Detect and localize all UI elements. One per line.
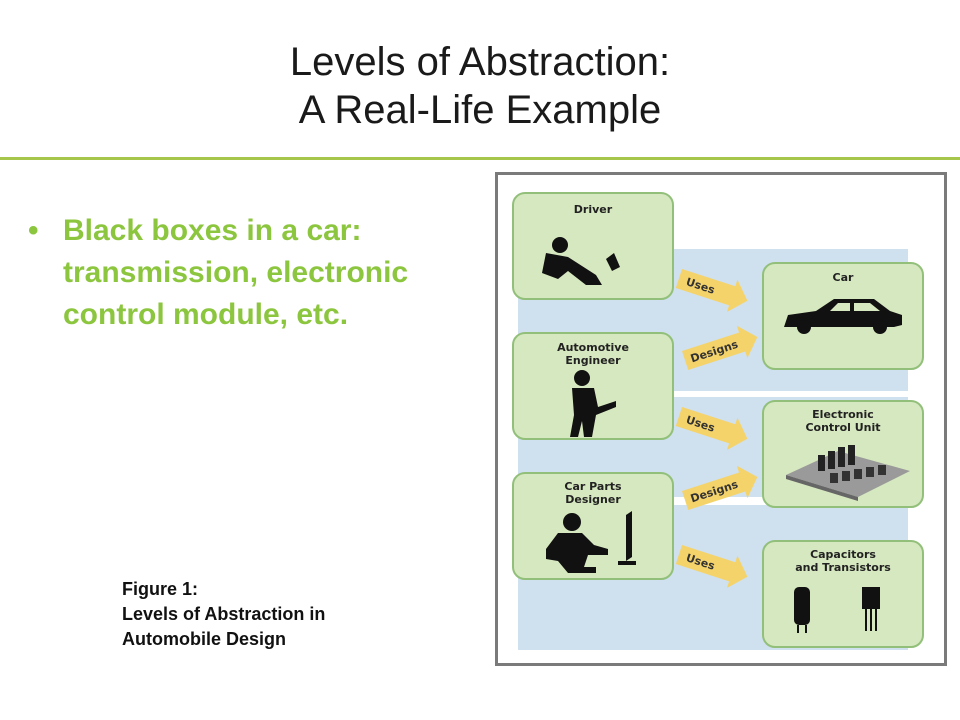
slide-title-line1: Levels of Abstraction: [289, 40, 671, 84]
engineer-label-2: Engineer [565, 354, 621, 367]
transistor-icon [862, 587, 880, 631]
engineer-box: Automotive Engineer [512, 332, 674, 440]
ecu-label-1: Electronic [812, 408, 874, 421]
engineer-icon [570, 370, 616, 437]
designer-label-2: Designer [565, 493, 621, 506]
bullet-text: Black boxes in a car: transmission, elec… [63, 214, 409, 331]
driver-icon [542, 237, 620, 285]
driver-label: Driver [574, 203, 613, 216]
components-label-2: and Transistors [795, 561, 891, 574]
bullet-marker: • [28, 214, 39, 247]
slide-title-line2: A Real-Life Example [298, 88, 662, 132]
title-divider [0, 157, 960, 160]
car-icon [784, 299, 902, 334]
driver-box: Driver [512, 192, 674, 300]
components-box: Capacitors and Transistors [762, 540, 924, 648]
designer-label-1: Car Parts [564, 480, 622, 493]
designer-box: Car Parts Designer [512, 472, 674, 580]
abstraction-diagram: Driver Automotive Engineer Car Parts Des… [512, 192, 924, 650]
components-label-1: Capacitors [810, 548, 876, 561]
circuit-board-icon [786, 445, 910, 501]
capacitor-icon [794, 587, 810, 633]
ecu-box: Electronic Control Unit [762, 400, 924, 508]
ecu-label-2: Control Unit [805, 421, 880, 434]
designer-icon [546, 511, 636, 573]
arrow-uses-ecu: Uses [675, 407, 748, 450]
figure-caption: Figure 1: Levels of Abstraction in Autom… [122, 577, 325, 652]
abstraction-figure: Driver Automotive Engineer Car Parts Des… [495, 172, 947, 666]
arrow-uses-car: Uses [675, 269, 748, 312]
caption-line3: Automobile Design [122, 629, 287, 649]
car-label: Car [833, 271, 854, 284]
slide-title: Levels of Abstraction: A Real-Life Examp… [0, 38, 960, 134]
caption-line1: Figure 1: [122, 579, 199, 599]
engineer-label-1: Automotive [557, 341, 629, 354]
car-box: Car [762, 262, 924, 370]
arrow-uses-components: Uses [675, 545, 748, 588]
caption-line2: Levels of Abstraction in [122, 604, 326, 624]
